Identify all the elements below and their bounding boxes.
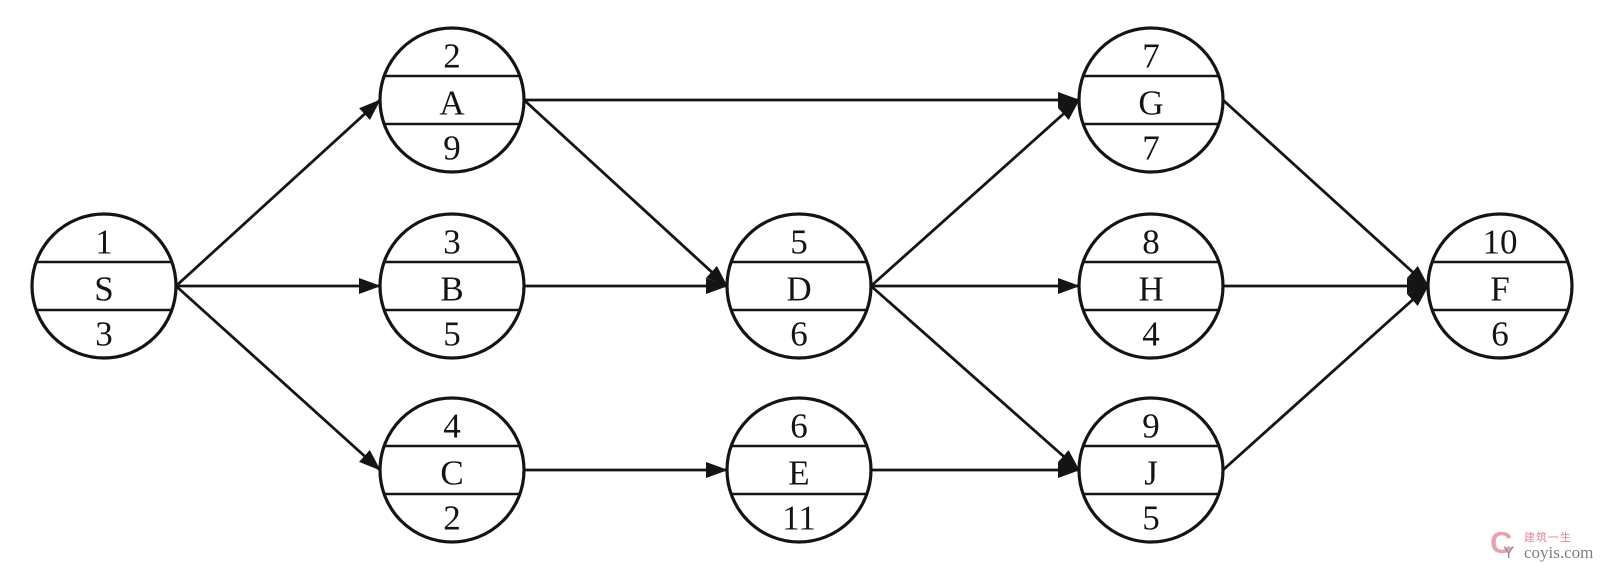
node-circle-F [1426, 212, 1574, 360]
edge-D-J [870, 284, 1080, 472]
edge-S-A [175, 98, 381, 288]
node-top-value-H: 8 [1142, 222, 1160, 261]
edge-S-C [175, 284, 381, 472]
node-C: 4C 2 [378, 396, 526, 544]
node-label-G: G [1138, 83, 1163, 122]
watermark-brand-cn: 建筑一生 [1524, 531, 1572, 544]
node-top-value-J: 9 [1142, 406, 1160, 445]
node-circle-J [1077, 396, 1225, 544]
node-A: 2A 9 [378, 26, 526, 174]
edge-A-D [523, 98, 728, 288]
node-bottom-value-B: 5 [443, 314, 461, 353]
node-E: 6E 11 [725, 396, 873, 544]
node-label-E: E [788, 453, 809, 492]
node-bottom-value-S: 3 [95, 314, 113, 353]
node-label-F: F [1490, 269, 1509, 308]
node-top-value-A: 2 [443, 36, 461, 75]
node-bottom-value-E: 11 [782, 498, 816, 537]
node-circle-A [378, 26, 526, 174]
node-bottom-value-A: 9 [443, 128, 461, 167]
node-B: 3B 5 [378, 212, 526, 360]
node-circle-H [1077, 212, 1225, 360]
node-top-value-D: 5 [790, 222, 808, 261]
watermark: C Y 建筑一生 coyis.com [1490, 525, 1593, 565]
watermark-brand-url: coyis.com [1524, 543, 1594, 562]
node-label-J: J [1144, 453, 1158, 492]
node-label-B: B [440, 269, 463, 308]
node-bottom-value-C: 2 [443, 498, 461, 537]
node-label-H: H [1138, 269, 1163, 308]
node-J: 9J 5 [1077, 396, 1225, 544]
node-top-value-G: 7 [1142, 36, 1160, 75]
node-circle-S [30, 212, 178, 360]
node-circle-G [1077, 26, 1225, 174]
node-G: 7G7 [1077, 26, 1225, 174]
node-top-value-C: 4 [443, 406, 461, 445]
node-circle-B [378, 212, 526, 360]
watermark-text: 建筑一生 coyis.com [1524, 529, 1593, 562]
node-label-S: S [94, 269, 113, 308]
node-circle-E [725, 396, 873, 544]
edge-J-F [1222, 284, 1429, 472]
node-top-value-B: 3 [443, 222, 461, 261]
edges-layer [175, 92, 1429, 478]
edge-G-F [1222, 98, 1429, 288]
node-F: 10F 6 [1426, 212, 1574, 360]
logo-letter-y: Y [1503, 543, 1515, 562]
node-circle-C [378, 396, 526, 544]
node-top-value-S: 1 [95, 222, 113, 261]
logo-letter-c: C [1490, 525, 1513, 560]
node-bottom-value-H: 4 [1142, 314, 1160, 353]
node-S: 1S 3 [30, 212, 178, 360]
node-bottom-value-G: 7 [1142, 128, 1160, 167]
node-top-value-E: 6 [790, 406, 808, 445]
node-bottom-value-D: 6 [790, 314, 808, 353]
node-H: 8H 4 [1077, 212, 1225, 360]
node-top-value-F: 10 [1483, 222, 1518, 261]
node-bottom-value-J: 5 [1142, 498, 1160, 537]
node-bottom-value-F: 6 [1491, 314, 1509, 353]
node-label-D: D [786, 269, 811, 308]
node-label-A: A [439, 83, 465, 122]
node-label-C: C [440, 453, 463, 492]
coyis-logo-icon: C Y [1490, 525, 1520, 565]
node-D: 5D 6 [725, 212, 873, 360]
node-circle-D [725, 212, 873, 360]
edge-D-G [870, 98, 1080, 288]
